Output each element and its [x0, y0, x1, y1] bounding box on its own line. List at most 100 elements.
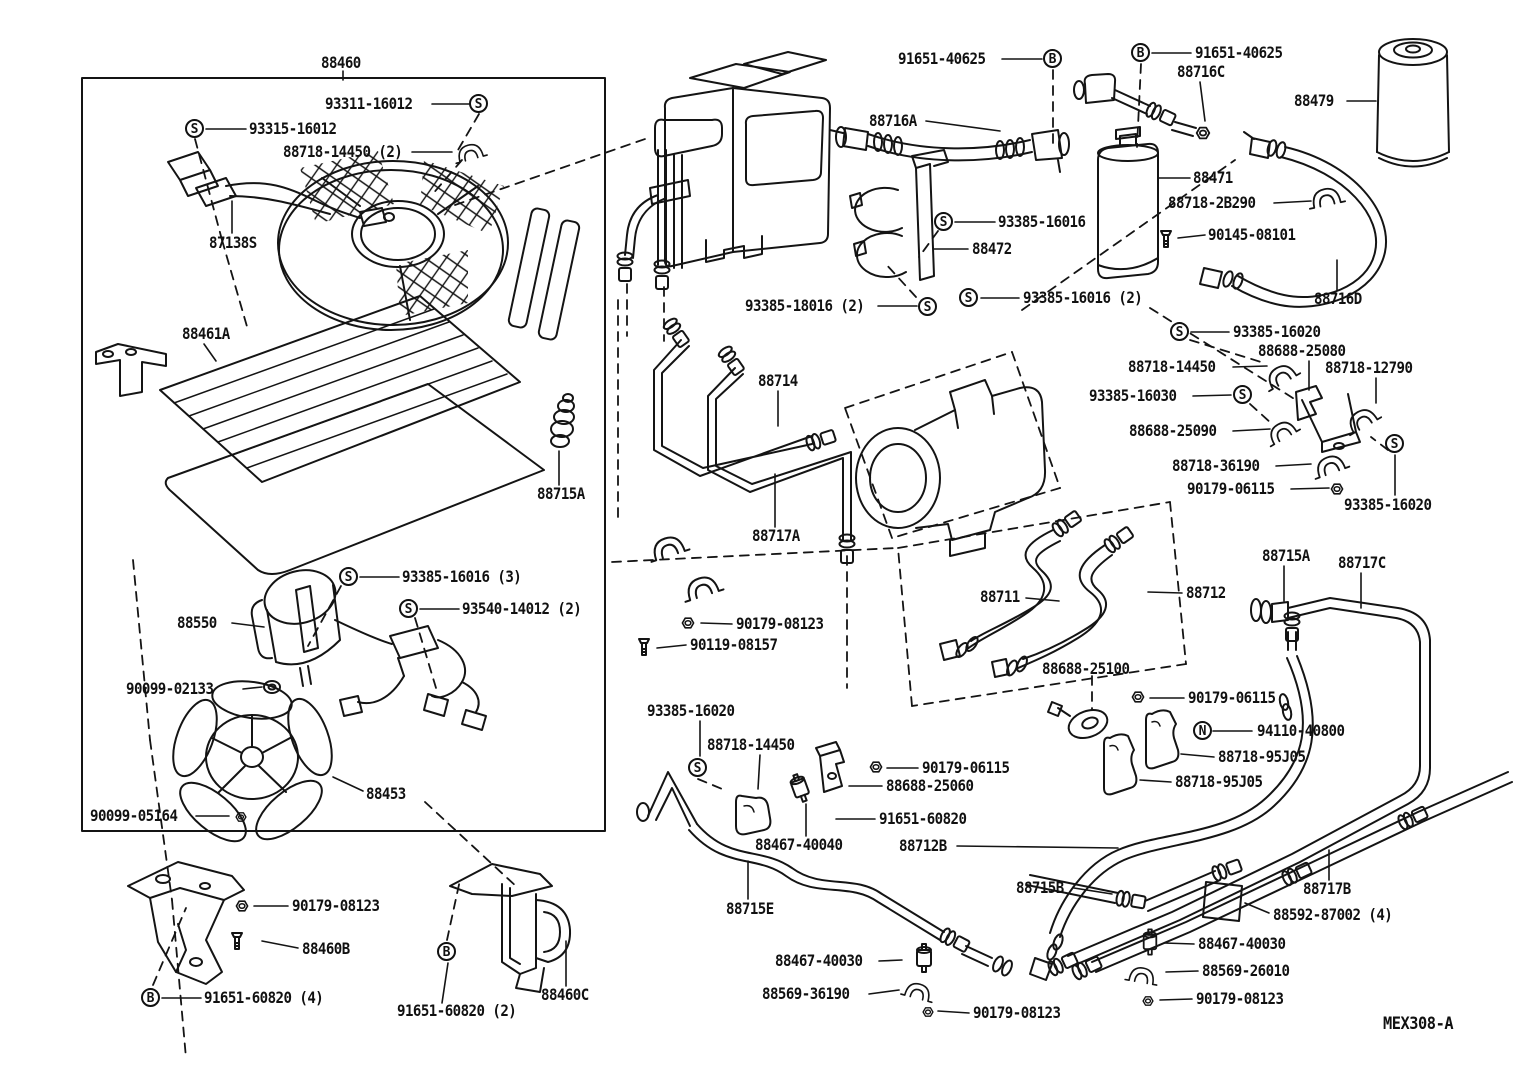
- leader-line: [1273, 200, 1312, 204]
- fastener-marker-b: B: [437, 942, 456, 961]
- leader-line: [242, 686, 263, 690]
- dashed-line: [171, 899, 187, 1059]
- part-label: 88718-95J05: [1218, 747, 1306, 766]
- thermistor-wire: [167, 151, 395, 227]
- dashed-line: [1189, 339, 1262, 363]
- fastener-marker-s: S: [959, 288, 978, 307]
- dashed-line: [132, 559, 151, 741]
- dashed-line: [414, 617, 437, 689]
- nut-90179-08123: [235, 900, 249, 912]
- leader-line: [1244, 902, 1270, 914]
- dashed-line: [430, 159, 463, 197]
- bolt-90145-08101: [1160, 230, 1172, 248]
- part-label: 88460C: [541, 985, 589, 1004]
- leader-line: [937, 1010, 970, 1014]
- fastener-marker-s: S: [688, 758, 707, 777]
- part-label: 90179-08123: [292, 896, 380, 915]
- part-label: 88479: [1294, 91, 1334, 110]
- part-label: 88715B: [1016, 878, 1064, 897]
- part-label: 93385-16016 (3): [402, 567, 522, 586]
- leader-line: [1147, 591, 1183, 594]
- leader-line: [332, 776, 364, 792]
- pipe-88716c: [1073, 73, 1211, 140]
- dashed-line: [457, 113, 480, 151]
- leader-line: [231, 622, 265, 628]
- leader-line: [1232, 365, 1268, 368]
- fastener-marker-s: S: [1170, 322, 1189, 341]
- part-label: 93540-14012 (2): [462, 599, 582, 618]
- leader-line: [868, 989, 900, 995]
- nut-90179-08123-center: [681, 617, 695, 629]
- nut-90179-08123-bc: [922, 1007, 934, 1017]
- fastener-marker-s: S: [918, 297, 937, 316]
- valve-88467-40030-left: [916, 943, 932, 973]
- part-label: 93385-16020: [647, 701, 735, 720]
- leader-line: [1192, 394, 1232, 397]
- dashed-line: [897, 501, 1171, 549]
- part-label: 90179-08123: [1196, 989, 1284, 1008]
- part-label: 91651-60820 (2): [397, 1001, 517, 1020]
- fastener-marker-n: N: [1193, 721, 1212, 740]
- part-label: 88711: [980, 587, 1020, 606]
- part-label: 88714: [758, 371, 798, 390]
- condenser-core: [95, 207, 581, 575]
- caution-plate-88592: [1202, 881, 1243, 922]
- dashed-line: [1136, 63, 1142, 148]
- fastener-marker-s: S: [1233, 385, 1252, 404]
- bolt-90119-08157: [638, 638, 650, 656]
- part-label: 87138S: [209, 233, 257, 252]
- hose-88716a: [829, 126, 1070, 173]
- part-label: 88569-26010: [1202, 961, 1290, 980]
- leader-line: [1139, 779, 1172, 783]
- part-label: 91651-60820: [879, 809, 967, 828]
- fastener-marker-s: S: [1385, 434, 1404, 453]
- leader-line: [1232, 428, 1271, 432]
- part-label: 88716D: [1314, 289, 1362, 308]
- part-label: 88718-14450 (2): [283, 142, 403, 161]
- part-label: 88717C: [1338, 553, 1386, 572]
- fastener-marker-s: S: [934, 212, 953, 231]
- part-label: 93315-16012: [249, 119, 337, 138]
- dashed-line: [1011, 351, 1061, 489]
- clamp-cluster-right: [1260, 358, 1383, 495]
- dashed-line: [844, 351, 1013, 409]
- fan-shroud: [277, 151, 509, 331]
- part-label: 88717A: [752, 526, 800, 545]
- part-label: 90179-06115: [922, 758, 1010, 777]
- part-label: 88688-25060: [886, 776, 974, 795]
- part-label: 88460: [321, 53, 361, 72]
- dashed-line: [697, 778, 728, 792]
- part-label: 91651-40625: [898, 49, 986, 68]
- part-label: 93385-16030: [1089, 386, 1177, 405]
- part-label: 88471: [1193, 168, 1233, 187]
- part-label: 88460B: [302, 939, 350, 958]
- motor-harness: [334, 619, 487, 731]
- nut-90179-06115-mid: [1131, 691, 1145, 703]
- part-label: 88718-14450: [707, 735, 795, 754]
- part-label: 88716C: [1177, 62, 1225, 81]
- fastener-marker-s: S: [399, 599, 418, 618]
- leader-line: [203, 343, 217, 362]
- part-label: 88453: [366, 784, 406, 803]
- part-label: 93385-16016 (2): [1023, 288, 1143, 307]
- compressor: [855, 379, 1047, 557]
- part-label: 88467-40040: [755, 835, 843, 854]
- drawing-code: MEX308-A: [1383, 1014, 1454, 1034]
- dashed-line: [844, 407, 893, 539]
- evaporator-unit: [616, 51, 831, 290]
- part-label: 93385-18016 (2): [745, 296, 865, 315]
- pipes-88714-88717a: [653, 315, 856, 564]
- part-label: 88715A: [537, 484, 585, 503]
- hoses-88711-88712: [939, 508, 1136, 678]
- leader-line: [1073, 887, 1113, 895]
- part-label: 88715E: [726, 899, 774, 918]
- clamp-88569-36190: [900, 979, 937, 1004]
- canister-88479: [1376, 38, 1450, 168]
- cooling-fan: [172, 680, 333, 843]
- dashed-line: [1169, 501, 1187, 665]
- part-label: 91651-40625: [1195, 43, 1283, 62]
- leader-lines: [161, 52, 1396, 1014]
- leader-line: [1025, 597, 1060, 602]
